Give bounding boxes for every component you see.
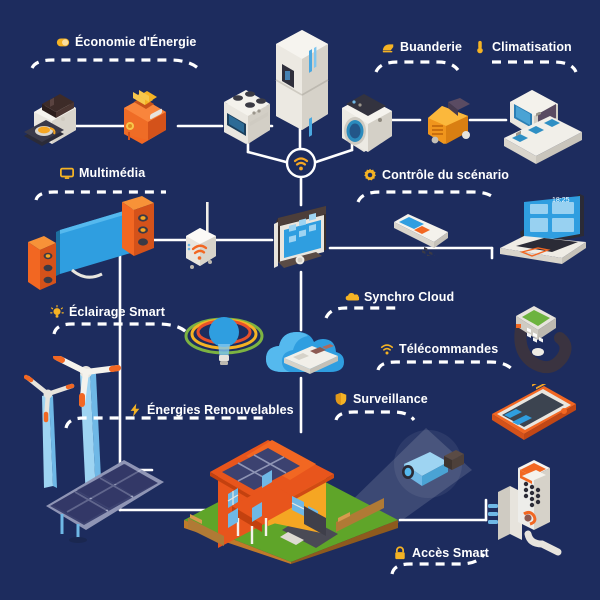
- label-multimedia[interactable]: Multimédia: [60, 166, 145, 180]
- label-eclairage-smart[interactable]: Éclairage Smart: [50, 304, 165, 319]
- washing-machine-device[interactable]: [330, 86, 410, 162]
- lightning-bolt-icon: [128, 403, 142, 417]
- wind-turbine-device[interactable]: [24, 356, 144, 516]
- security-camera-device[interactable]: [386, 426, 470, 500]
- label-text: Économie d'Énergie: [75, 34, 197, 49]
- label-text: Accès Smart: [412, 545, 489, 560]
- coffee-machine-device[interactable]: [16, 90, 88, 152]
- label-surveillance[interactable]: Surveillance: [334, 392, 428, 406]
- lightbulb-icon: [50, 304, 64, 319]
- shield-icon: [334, 392, 348, 406]
- label-controle-scenario[interactable]: Contrôle du scénario: [363, 168, 509, 182]
- label-acces-smart[interactable]: Accès Smart: [393, 546, 489, 560]
- thermometer-icon: [473, 40, 487, 54]
- label-synchro-cloud[interactable]: Synchro Cloud: [345, 290, 454, 304]
- label-energies-renouvelables[interactable]: Énergies Renouvelables: [128, 403, 294, 417]
- label-text: Télécommandes: [399, 341, 499, 356]
- cloud-icon: [345, 290, 360, 304]
- monitor-icon: [60, 166, 74, 180]
- wifi-hub-node[interactable]: [284, 146, 318, 180]
- stove-oven-device[interactable]: [210, 82, 282, 154]
- television-device[interactable]: [26, 196, 156, 292]
- solar-panel-device[interactable]: [38, 452, 172, 544]
- refrigerator-device[interactable]: [262, 18, 342, 148]
- laptop-device[interactable]: 18:25: [486, 188, 592, 274]
- label-telecommandes[interactable]: Télécommandes: [380, 342, 498, 356]
- tablet-control-panel[interactable]: [264, 200, 340, 280]
- label-text: Buanderie: [400, 39, 463, 54]
- toggle-switch-icon: [56, 35, 70, 49]
- label-text: Surveillance: [353, 391, 428, 406]
- gear-icon: [363, 168, 377, 182]
- label-text: Énergies Renouvelables: [147, 402, 294, 417]
- cloud-server-device[interactable]: [262, 322, 346, 384]
- label-buanderie[interactable]: Buanderie: [381, 40, 462, 54]
- wifi-icon: [380, 342, 394, 356]
- label-climatisation[interactable]: Climatisation: [473, 40, 572, 54]
- vacuum-cleaner-device[interactable]: [418, 92, 484, 154]
- smart-door-lock-device[interactable]: [484, 448, 576, 564]
- label-text: Multimédia: [79, 165, 146, 180]
- label-text: Contrôle du scénario: [382, 167, 510, 182]
- radiator-device[interactable]: [498, 112, 588, 166]
- smart-house[interactable]: [176, 414, 406, 564]
- remote-control-device[interactable]: [388, 204, 456, 256]
- toaster-device[interactable]: [108, 88, 178, 152]
- smart-lightbulb-device[interactable]: [178, 304, 270, 382]
- label-text: Éclairage Smart: [69, 304, 165, 319]
- padlock-icon: [393, 546, 407, 560]
- wifi-router-device[interactable]: [176, 200, 226, 276]
- label-economie-energie[interactable]: Économie d'Énergie: [56, 35, 196, 49]
- laptop-clock: 18:25: [552, 197, 570, 204]
- smartwatch-device[interactable]: [500, 296, 576, 376]
- smartphone-device[interactable]: [486, 384, 582, 456]
- label-text: Synchro Cloud: [364, 289, 455, 304]
- iron-icon: [381, 40, 395, 54]
- label-text: Climatisation: [492, 39, 572, 54]
